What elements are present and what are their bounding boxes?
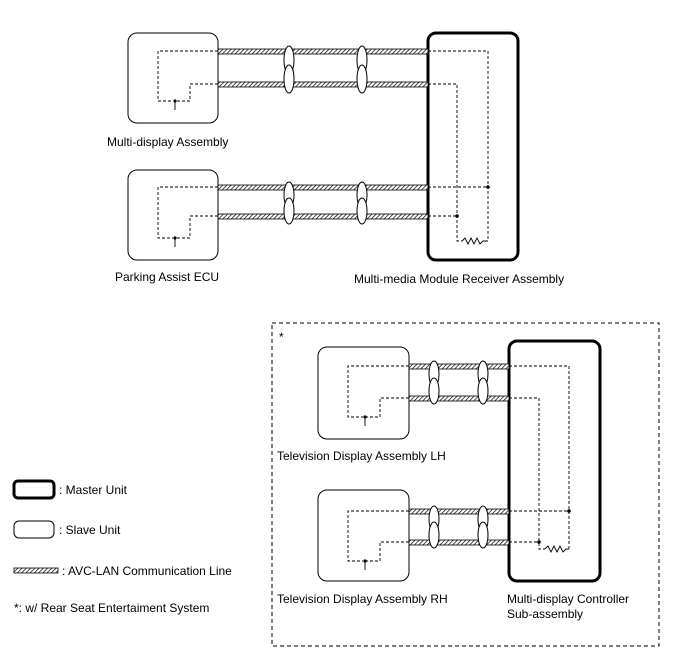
- legend-note: *: w/ Rear Seat Entertaiment System: [14, 601, 209, 615]
- avc-lan-line: [217, 81, 429, 88]
- legend-master-text: : Master Unit: [59, 483, 128, 497]
- resistor-symbol: [544, 544, 569, 554]
- avc-lan-line: [217, 184, 429, 191]
- main-system: Multi-display Assembly Parking Assist EC…: [107, 31, 564, 286]
- legend-line-text: : AVC-LAN Communication Line: [62, 564, 232, 578]
- master-label: Multi-media Module Receiver Assembly: [354, 272, 564, 286]
- avc-lan-line: [217, 213, 429, 220]
- internal-wiring: [157, 50, 489, 242]
- twisted-pair-symbol: [428, 360, 489, 549]
- slave-top-label: Television Display Assembly LH: [277, 449, 446, 463]
- optional-marker: *: [279, 330, 284, 344]
- master-label-line1: Multi-display Controller: [507, 592, 629, 606]
- legend-slave-text: : Slave Unit: [59, 523, 121, 537]
- slave-unit-box: [317, 489, 410, 582]
- legend-master-swatch: [12, 479, 56, 500]
- internal-wiring: [347, 365, 570, 562]
- master-unit-box: [426, 31, 520, 262]
- slave-unit-box: [127, 169, 219, 261]
- rear-seat-system: *: [271, 322, 660, 647]
- optional-system-frame: [271, 322, 660, 647]
- avc-lan-line: [408, 508, 510, 515]
- avc-lan-line: [217, 48, 429, 55]
- twisted-pair-symbol: [283, 45, 368, 225]
- avc-lan-line: [408, 363, 510, 370]
- legend: : Master Unit : Slave Unit : AVC-LAN Com…: [12, 479, 232, 615]
- slave-bottom-label: Parking Assist ECU: [115, 270, 219, 284]
- slave-unit-box: [317, 346, 410, 440]
- slave-top-label: Multi-display Assembly: [107, 135, 228, 149]
- slave-bottom-label: Television Display Assembly RH: [277, 592, 448, 606]
- master-label-line2: Sub-assembly: [507, 607, 583, 621]
- legend-slave-swatch: [13, 520, 55, 539]
- avc-lan-line: [408, 395, 510, 402]
- slave-unit-box: [127, 32, 219, 124]
- resistor-symbol: [461, 236, 488, 246]
- master-unit-box: [507, 339, 602, 583]
- avc-lan-line: [408, 539, 510, 546]
- legend-line-swatch: [13, 567, 59, 574]
